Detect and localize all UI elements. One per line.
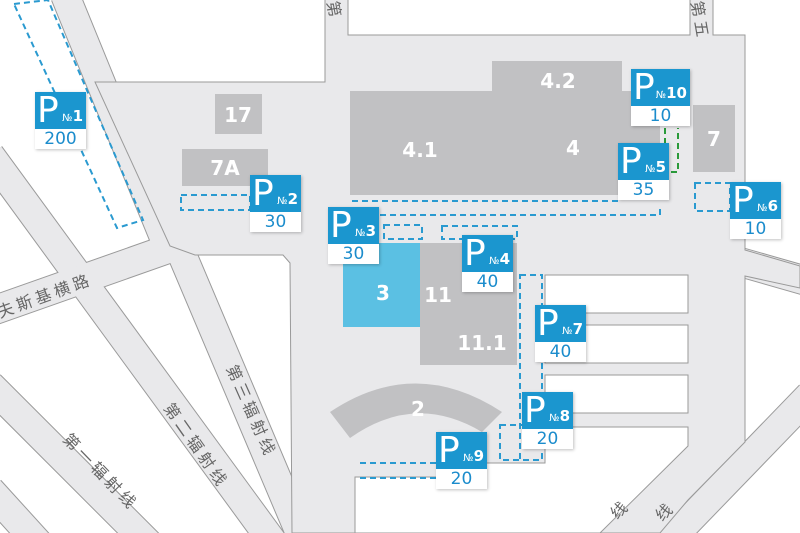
buildings: 4.2 4.1 4 7 17 7A 3 11 11.1 2	[182, 61, 735, 438]
building-label-17: 17	[224, 103, 252, 127]
parking-number: 5	[655, 158, 666, 176]
parking-icon: P	[620, 143, 642, 180]
number-sign: №	[549, 413, 560, 424]
number-sign: №	[463, 453, 474, 464]
parking-icon: P	[252, 175, 274, 212]
building-label-11: 11	[424, 283, 452, 307]
building-2[interactable]	[330, 383, 502, 439]
building-4[interactable]	[350, 61, 660, 195]
building-label-4: 4	[566, 136, 580, 160]
parking-capacity: 200	[35, 129, 86, 149]
building-label-2: 2	[411, 397, 425, 421]
parking-zones	[12, 0, 731, 479]
parking-number: 6	[767, 197, 778, 215]
building-7[interactable]	[693, 105, 735, 172]
parking-number: 9	[473, 447, 484, 465]
number-sign: №	[277, 196, 288, 207]
parking-capacity: 30	[328, 244, 379, 264]
parking-number: 10	[666, 84, 687, 102]
number-sign: №	[489, 256, 500, 267]
building-17[interactable]	[215, 94, 262, 134]
parking-capacity: 20	[436, 469, 487, 489]
building-label-3: 3	[376, 281, 390, 305]
parking-icon: P	[37, 92, 59, 129]
parking-capacity: 30	[250, 212, 301, 232]
parking-capacity: 20	[522, 429, 573, 449]
parking-icon: P	[524, 392, 546, 429]
road-label-top: 第	[323, 0, 345, 22]
parking-icon: P	[537, 305, 559, 342]
number-sign: №	[355, 228, 366, 239]
parking-number: 2	[287, 190, 298, 208]
parking-capacity: 40	[535, 342, 586, 362]
parking-number: 3	[365, 222, 376, 240]
number-sign: №	[655, 90, 667, 101]
parking-capacity: 40	[462, 272, 513, 292]
building-label-4-1: 4.1	[402, 138, 437, 162]
parking-number: 7	[572, 320, 583, 338]
number-sign: №	[62, 113, 73, 124]
parking-capacity: 10	[631, 106, 690, 126]
parking-capacity: 35	[618, 180, 669, 200]
parking-icon: P	[330, 207, 352, 244]
building-label-7a: 7A	[210, 156, 240, 180]
parking-icon: P	[633, 69, 655, 106]
parking-icon: P	[464, 235, 486, 272]
number-sign: №	[645, 164, 656, 175]
parking-icon: P	[732, 182, 754, 219]
building-label-7: 7	[707, 127, 721, 151]
number-sign: №	[757, 203, 768, 214]
parking-capacity: 10	[730, 219, 781, 239]
building-label-4-2: 4.2	[540, 69, 575, 93]
parking-icon: P	[438, 432, 460, 469]
parking-number: 4	[499, 250, 510, 268]
parking-number: 1	[72, 107, 83, 125]
number-sign: №	[562, 326, 573, 337]
parking-number: 8	[559, 407, 570, 425]
building-label-11-1: 11.1	[457, 331, 506, 355]
